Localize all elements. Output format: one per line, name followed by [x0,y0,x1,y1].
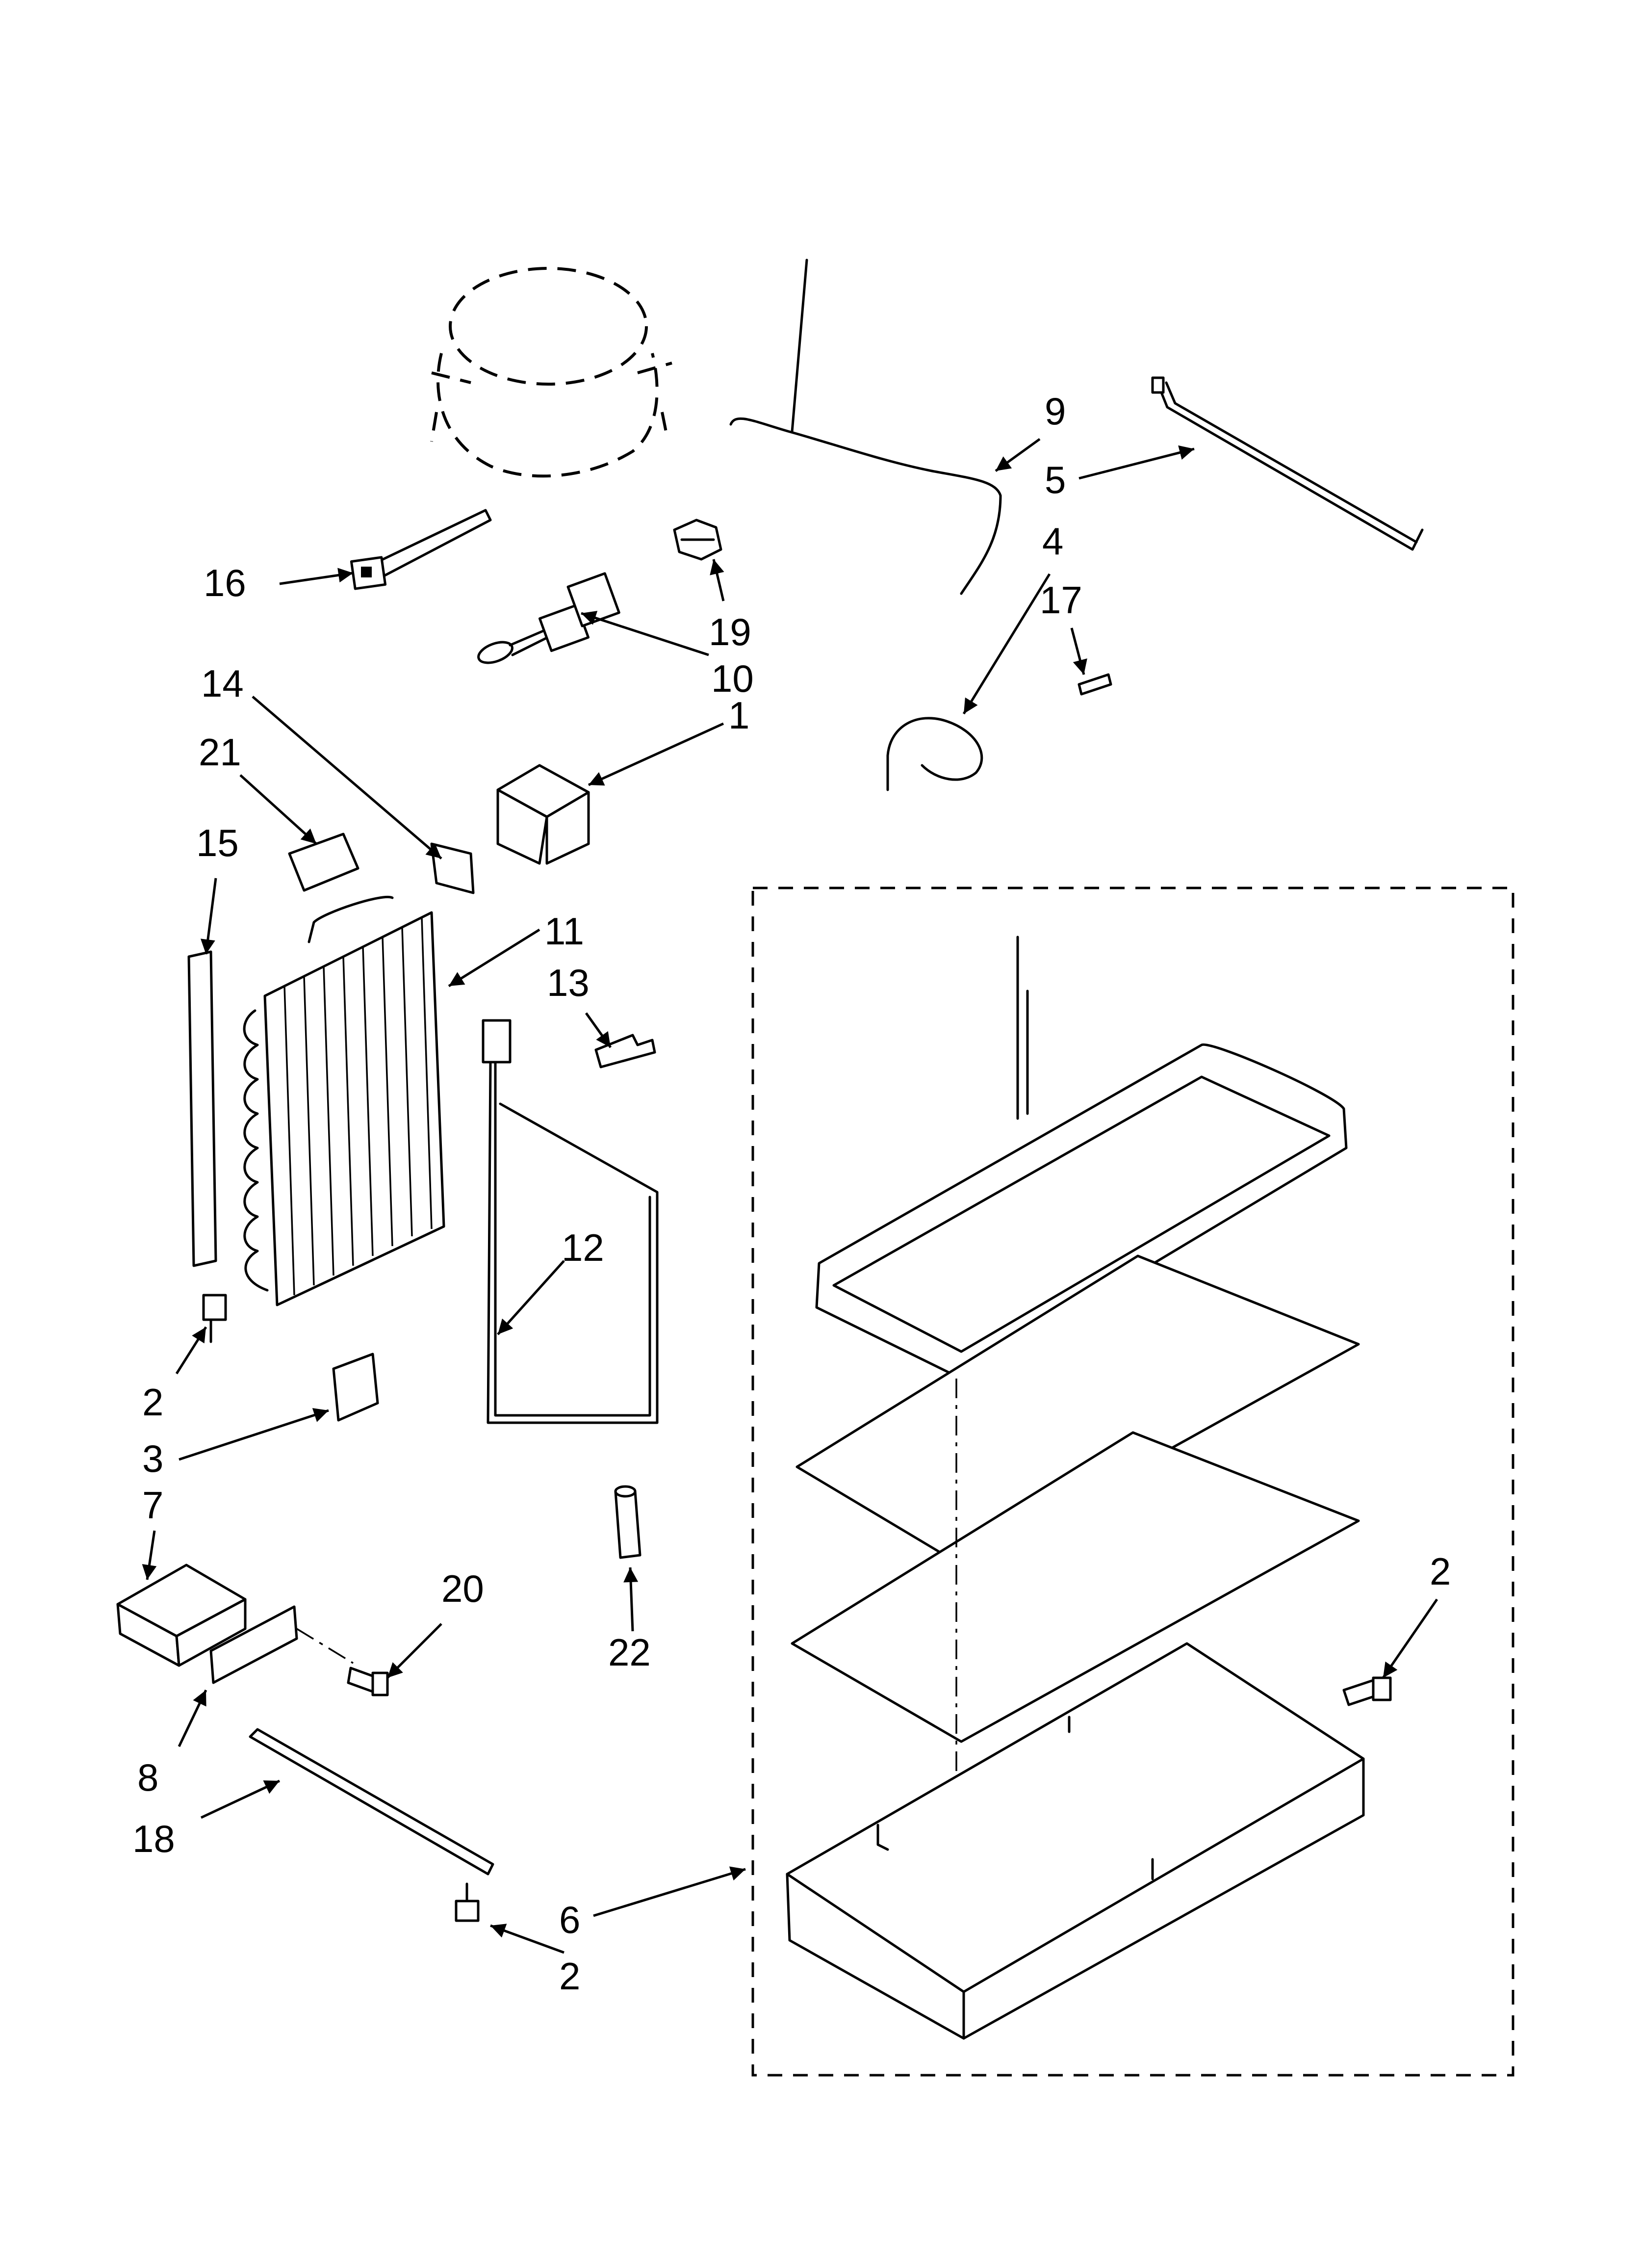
leader-17 [1070,627,1087,675]
leader-18 [200,1779,281,1819]
callout-22: 22 [608,1631,651,1674]
callout-15: 15 [196,821,239,864]
leader-11 [448,928,540,988]
callout-16: 16 [204,561,246,604]
callout-2b: 2 [559,1955,580,1998]
leader-lines [142,438,1438,1954]
callout-2c: 2 [1430,1550,1451,1593]
part-10-thermistor [477,572,620,664]
part-21-pad [288,833,359,892]
part-11-evaporator [243,896,445,1306]
leader-7 [142,1530,157,1580]
drain-pan-assembly [751,886,1514,2077]
leader-1 [588,722,724,786]
part-20-screw [347,1667,389,1696]
part-14-plate [430,842,475,894]
leader-21 [239,774,317,845]
callout-19: 19 [709,610,751,653]
part-13-clip [594,1034,656,1069]
callout-14: 14 [201,662,244,705]
callout-13: 13 [547,961,590,1004]
leader-16 [279,568,354,585]
leader-2a [175,1326,207,1375]
part-15-strip [187,950,217,1267]
part-12-heater [482,1019,659,1424]
part-2-screw-c [1342,1676,1392,1706]
leader-13 [585,1012,612,1048]
part-5-tube [1151,376,1424,551]
leader-15 [200,878,217,955]
part-2-screw-a [202,1294,227,1343]
callout-17: 17 [1040,578,1082,622]
callout-20: 20 [441,1567,484,1610]
callout-7: 7 [142,1484,163,1527]
leader-22 [623,1567,639,1632]
callout-3: 3 [142,1437,163,1480]
compressor-outline [430,267,672,478]
part-16-cable-tie [350,509,492,590]
part-8-plate [209,1605,354,1684]
callout-6: 6 [559,1898,580,1941]
callout-11: 11 [544,910,584,953]
callout-4: 4 [1042,520,1063,563]
leader-2b [490,1924,564,1954]
callout-18: 18 [132,1817,175,1860]
part-4-tube [886,717,983,791]
leader-19 [710,559,725,601]
leader-10 [581,611,709,656]
leader-3 [179,1408,329,1461]
leader-2c [1382,1598,1438,1679]
callout-9: 9 [1045,390,1066,433]
callout-1: 1 [728,694,749,737]
leader-5 [1078,445,1195,480]
part-1-bracket [496,764,590,865]
callout-21: 21 [199,730,241,774]
callout-2a: 2 [142,1381,163,1424]
leader-20 [386,1623,442,1679]
part-19-clip [673,519,722,561]
part-3-bracket [332,1353,379,1422]
leader-8 [178,1689,207,1747]
leader-14 [252,696,442,860]
callout-8: 8 [137,1756,158,1799]
part-17-clip [1078,673,1112,696]
leader-4 [962,573,1051,715]
callout-5: 5 [1045,458,1066,501]
leader-9 [995,438,1041,472]
part-22-spacer [614,1485,641,1559]
part-9-tubing [729,259,1002,595]
leader-6 [593,1866,746,1917]
part-7-bracket [116,1564,247,1667]
callout-12: 12 [562,1226,604,1269]
callout-10: 10 [711,657,754,700]
leader-12 [497,1260,565,1335]
part-18-strip [249,1728,494,1876]
part-2-screw-b [455,1882,480,1922]
callout-labels: 16 10 19 9 5 4 17 1 14 21 15 11 13 12 2 … [132,390,1451,1998]
